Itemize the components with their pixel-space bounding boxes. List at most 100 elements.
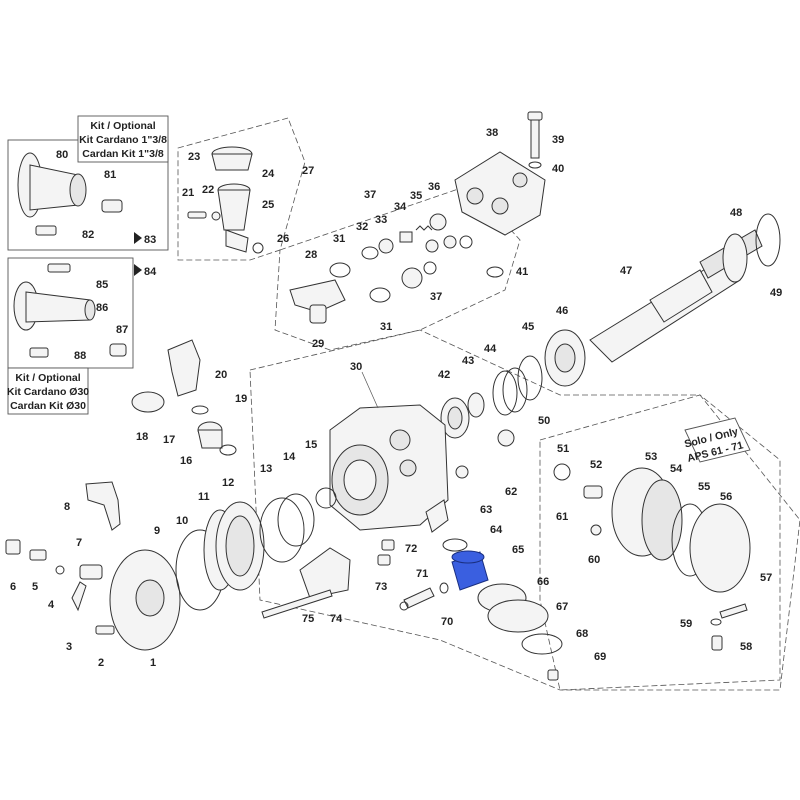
oring-part-19	[191, 405, 209, 415]
label-12: 12	[222, 477, 234, 489]
kit-box-title-frame-1	[77, 115, 169, 163]
label-63: 63	[480, 504, 492, 516]
label-21: 21	[182, 187, 194, 199]
label-41: 41	[516, 266, 528, 278]
label-61: 61	[556, 511, 568, 523]
cap-part-6	[5, 539, 21, 555]
label-25: 25	[262, 199, 274, 211]
label-81: 81	[104, 169, 116, 181]
label-73: 73	[375, 581, 387, 593]
label-82: 82	[82, 229, 94, 241]
label-39: 39	[552, 134, 564, 146]
fitting-part-21	[187, 211, 207, 219]
label-69: 69	[594, 651, 606, 663]
flange-part-12	[215, 501, 265, 591]
label-57: 57	[760, 572, 772, 584]
elbow-part-20	[167, 339, 201, 397]
kit2-title-line3: Cardan Kit Ø30	[10, 400, 86, 412]
label-45: 45	[522, 321, 534, 333]
ring-part-45	[517, 355, 543, 401]
label-71: 71	[416, 568, 428, 580]
arrow-83-icon	[134, 232, 142, 244]
label-60: 60	[588, 554, 600, 566]
oring-part-16	[219, 444, 237, 456]
manifold-head-part-38	[454, 151, 546, 236]
oring-part-14	[277, 493, 315, 547]
cup-part-25	[217, 183, 251, 231]
fitting-part-52	[583, 485, 603, 499]
washer-part-40	[528, 161, 542, 169]
label-1: 1	[150, 657, 156, 669]
label-37a: 37	[364, 189, 376, 201]
label-42: 42	[438, 369, 450, 381]
washer-part-22	[211, 211, 221, 221]
label-14: 14	[283, 451, 296, 463]
label-8: 8	[64, 501, 70, 513]
gauge-part-8	[85, 481, 121, 531]
bracket-part-74	[299, 547, 351, 599]
bracket-part-63	[425, 499, 449, 533]
plug-part-72	[381, 539, 395, 551]
label-19: 19	[235, 393, 247, 405]
screw-part-2	[95, 625, 115, 635]
kit-box-title-frame-2	[7, 367, 89, 415]
label-65: 65	[512, 544, 524, 556]
cover-part-1	[109, 549, 181, 651]
oring-part-41	[486, 266, 504, 278]
key-part-85	[47, 263, 71, 273]
plug-part-73	[377, 554, 391, 566]
label-50: 50	[538, 415, 550, 427]
label-22: 22	[202, 184, 214, 196]
oring-part-15	[315, 487, 337, 509]
ring-part-4	[55, 565, 65, 575]
oring-part-51	[553, 463, 571, 481]
label-75: 75	[302, 613, 314, 625]
valve-part-7	[79, 564, 103, 580]
fitting-part-5	[29, 549, 47, 561]
label-2: 2	[98, 657, 104, 669]
label-51: 51	[557, 443, 569, 455]
label-28: 28	[305, 249, 317, 261]
oring-part-31a	[329, 262, 351, 278]
label-16: 16	[180, 455, 192, 467]
membrane-part-54	[641, 479, 683, 561]
needle-bearing-part-42	[440, 397, 470, 439]
label-58: 58	[740, 641, 752, 653]
ring-part-43	[467, 392, 485, 418]
label-7: 7	[76, 537, 82, 549]
bearing-part-46	[544, 329, 586, 387]
label-85: 85	[96, 279, 108, 291]
bolt-part-39	[527, 111, 543, 159]
valve-body-part-26	[225, 229, 264, 254]
label-11: 11	[198, 491, 210, 503]
snap-ring-part-49	[755, 213, 781, 267]
label-13: 13	[260, 463, 272, 475]
washer-part-59	[710, 618, 722, 626]
label-17: 17	[163, 434, 175, 446]
pin-part-71	[403, 587, 435, 609]
washer-part-68	[521, 633, 563, 655]
label-67: 67	[556, 601, 568, 613]
label-64: 64	[490, 524, 503, 536]
dome-part-56	[689, 503, 751, 593]
oring-part-64	[442, 538, 468, 552]
lower-group-frame	[249, 329, 800, 691]
label-18: 18	[136, 431, 148, 443]
label-37b: 37	[430, 291, 442, 303]
diaphragm-group-frame	[539, 394, 781, 691]
oring-part-70b	[399, 601, 409, 611]
kit2-title-line2: Kit Cardano Ø30	[7, 386, 89, 398]
label-53: 53	[645, 451, 657, 463]
handle-part-3	[71, 581, 87, 612]
label-70: 70	[441, 616, 453, 628]
arrow-84-icon	[134, 264, 142, 276]
screw-part-87	[109, 343, 127, 357]
label-86: 86	[96, 302, 108, 314]
label-48: 48	[730, 207, 742, 219]
label-29: 29	[312, 338, 324, 350]
label-88: 88	[74, 350, 86, 362]
label-23: 23	[188, 151, 200, 163]
label-5: 5	[32, 581, 38, 593]
ring-part-70	[439, 582, 449, 594]
label-54: 54	[670, 463, 683, 475]
